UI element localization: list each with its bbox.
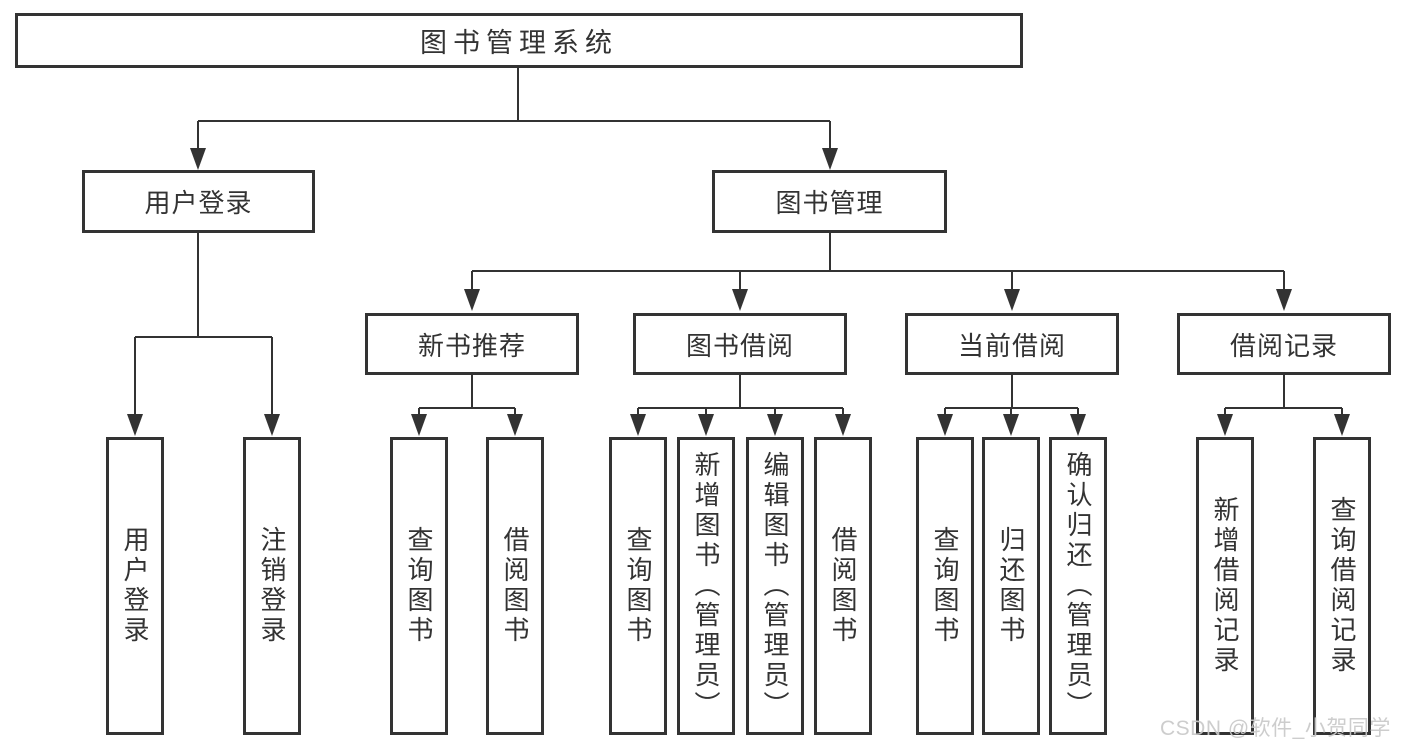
watermark: CSDN @软件_小贺同学 [1160, 717, 1391, 740]
leaf-label: 查询图书 [623, 526, 653, 646]
node-label: 图书管理 [775, 188, 884, 218]
arrowhead-icon [1003, 414, 1019, 436]
arrowhead-icon [411, 414, 427, 436]
leaf-confirm-return-admin: 确认归还（管理员） [1049, 437, 1107, 735]
node-label: 借阅记录 [1229, 330, 1338, 361]
arrowhead-icon [767, 414, 783, 436]
leaf-return-books: 归还图书 [982, 437, 1040, 735]
leaf-edit-books-admin: 编辑图书（管理员） [746, 437, 804, 735]
leaf-logout: 注销登录 [243, 437, 301, 735]
leaf-query-books-borrow: 查询图书 [609, 437, 667, 735]
leaf-query-borrow-record: 查询借阅记录 [1313, 437, 1371, 735]
arrowhead-icon [1217, 414, 1233, 436]
node-borrow-records: 借阅记录 [1177, 313, 1391, 375]
arrowhead-icon [937, 414, 953, 436]
leaf-borrow-books-recommend: 借阅图书 [486, 437, 544, 735]
arrowhead-icon [1276, 289, 1292, 311]
arrowhead-icon [1070, 414, 1086, 436]
arrowhead-icon [630, 414, 646, 436]
arrowhead-icon [507, 414, 523, 436]
node-label: 当前借阅 [957, 330, 1066, 361]
leaf-label: 查询图书 [404, 526, 434, 646]
arrowhead-icon [127, 414, 143, 436]
node-new-book-recommend: 新书推荐 [365, 313, 579, 375]
arrowhead-icon [732, 289, 748, 311]
leaf-label: 注销登录 [257, 526, 287, 646]
leaf-label: 借阅图书 [828, 526, 858, 646]
arrowhead-icon [464, 289, 480, 311]
arrowhead-icon [835, 414, 851, 436]
node-library-management-system: 图书管理系统 [15, 13, 1023, 68]
leaf-label: 借阅图书 [500, 526, 530, 646]
arrowhead-icon [1004, 289, 1020, 311]
node-user-login: 用户登录 [82, 170, 315, 233]
arrowhead-icon [264, 414, 280, 436]
node-label: 用户登录 [144, 188, 253, 218]
node-label: 图书管理系统 [420, 28, 618, 58]
node-book-borrow: 图书借阅 [633, 313, 847, 375]
leaf-label: 编辑图书（管理员） [760, 451, 790, 721]
arrowhead-icon [822, 148, 838, 170]
node-label: 新书推荐 [417, 330, 526, 361]
leaf-label: 归还图书 [996, 526, 1026, 646]
leaf-label: 确认归还（管理员） [1063, 451, 1093, 721]
leaf-label: 用户登录 [120, 526, 150, 646]
node-current-borrow: 当前借阅 [905, 313, 1119, 375]
leaf-label: 查询借阅记录 [1327, 496, 1357, 676]
node-book-management: 图书管理 [712, 170, 947, 233]
leaf-label: 新增图书（管理员） [691, 451, 721, 721]
leaf-add-books-admin: 新增图书（管理员） [677, 437, 735, 735]
arrowhead-icon [698, 414, 714, 436]
leaf-borrow-books: 借阅图书 [814, 437, 872, 735]
leaf-label: 查询图书 [930, 526, 960, 646]
leaf-label: 新增借阅记录 [1210, 496, 1240, 676]
arrowhead-icon [190, 148, 206, 170]
node-label: 图书借阅 [685, 330, 794, 361]
arrowhead-icon [1334, 414, 1350, 436]
leaf-query-books-recommend: 查询图书 [390, 437, 448, 735]
leaf-query-books-current: 查询图书 [916, 437, 974, 735]
leaf-user-login: 用户登录 [106, 437, 164, 735]
leaf-add-borrow-record: 新增借阅记录 [1196, 437, 1254, 735]
